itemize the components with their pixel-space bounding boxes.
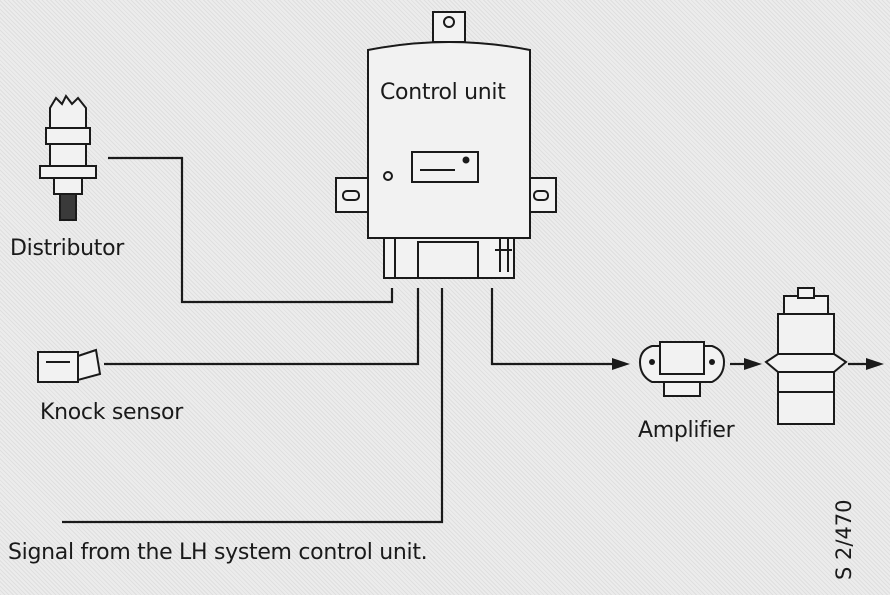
coil-wire-arrow [730, 358, 762, 370]
amplifier-wire [490, 288, 630, 370]
distributor-wire [108, 156, 394, 304]
distributor-icon [39, 94, 97, 221]
coil-output-arrow [848, 358, 884, 370]
distributor-label: Distributor [10, 236, 125, 261]
figure-reference: S 2/470 [832, 499, 856, 580]
knock-sensor-wire [104, 288, 420, 366]
lh-signal-wire [62, 288, 444, 524]
control-unit-icon [335, 11, 557, 279]
knock-sensor-icon [37, 348, 102, 383]
amplifier-icon [638, 341, 726, 397]
knock-sensor-label: Knock sensor [40, 400, 183, 425]
ignition-coil-icon [764, 287, 848, 425]
amplifier-label: Amplifier [638, 418, 735, 443]
control-unit-label: Control unit [380, 80, 506, 105]
signal-note-label: Signal from the LH system control unit. [8, 540, 428, 565]
